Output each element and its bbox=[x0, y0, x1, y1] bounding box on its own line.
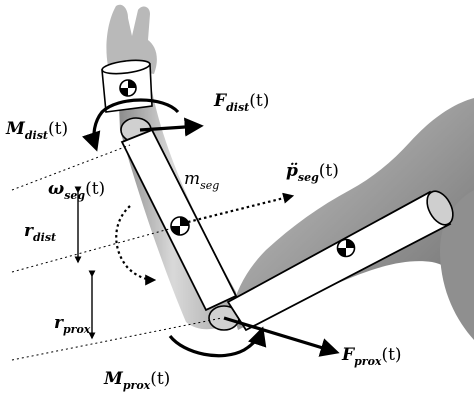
m-dist-label: Mdist(t) bbox=[5, 119, 68, 142]
forearm-segment bbox=[120, 128, 238, 312]
wrist-center-of-mass-icon bbox=[119, 79, 137, 97]
r-dist-label: rdist bbox=[24, 221, 56, 244]
m-prox-label: Mprox(t) bbox=[103, 369, 170, 392]
hand-shape bbox=[106, 4, 157, 74]
forearm-center-of-mass-icon bbox=[170, 216, 190, 236]
upper-arm-segment bbox=[226, 190, 454, 332]
omega-seg-rotation-arrow bbox=[115, 205, 157, 286]
m-seg-label: mseg bbox=[184, 169, 219, 192]
r-prox-label: rprox bbox=[54, 313, 91, 336]
p-seg-label: p̈seg(t) bbox=[286, 161, 339, 184]
p-seg-acceleration-arrow bbox=[187, 192, 295, 224]
omega-seg-label: ωseg(t) bbox=[48, 179, 105, 202]
shoulder-shape bbox=[440, 190, 474, 340]
wrist-segment bbox=[101, 59, 153, 113]
f-dist-arrow bbox=[139, 117, 204, 137]
dimension-lines bbox=[11, 144, 223, 361]
f-prox-arrow bbox=[223, 316, 340, 357]
m-dist-arrow bbox=[82, 98, 180, 152]
upper-arm-center-of-mass-icon bbox=[336, 238, 356, 258]
m-prox-arrow bbox=[168, 326, 267, 358]
f-dist-label: Fdist(t) bbox=[213, 91, 269, 114]
f-prox-label: Fprox(t) bbox=[341, 345, 402, 368]
